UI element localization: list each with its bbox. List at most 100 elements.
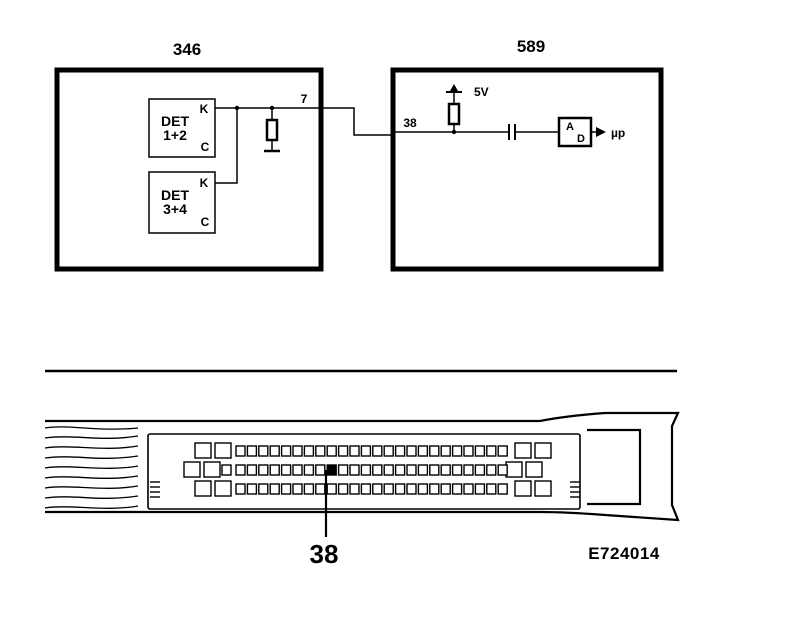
connector-pin — [486, 483, 497, 495]
connector-housing — [45, 411, 680, 522]
connector-pin — [394, 445, 406, 457]
connector-pin — [440, 464, 451, 476]
module-346-frame — [54, 67, 324, 272]
pin-7-label: 7 — [301, 92, 308, 106]
connector-pin — [246, 483, 258, 495]
connector-pin — [486, 445, 497, 457]
module-346: 346 DET 1+2 K C DET 3+4 K C 7 — [54, 40, 324, 272]
connector-pin — [417, 445, 429, 457]
pin-38-label: 38 — [403, 116, 417, 130]
connector-view: 38 — [44, 411, 680, 569]
detector-3-4-box — [148, 171, 216, 234]
connector-pin — [360, 464, 372, 476]
connector-pin — [429, 464, 440, 476]
connector-pin — [440, 483, 451, 495]
connector-pin — [372, 445, 383, 457]
supply-arrow-icon — [450, 84, 458, 91]
connector-pin — [315, 483, 326, 495]
microprocessor-label: µp — [611, 126, 625, 140]
connector-pin — [372, 464, 383, 476]
connector-pin — [394, 483, 406, 495]
junction-dot — [451, 129, 457, 135]
detector-1-2-title: DET — [161, 113, 189, 129]
detector-3-4: DET 3+4 K C — [148, 171, 216, 234]
detector-3-4-channels: 3+4 — [163, 201, 187, 217]
detector-3-4-title: DET — [161, 187, 189, 203]
connector-pin — [258, 445, 269, 457]
connector-pin — [525, 461, 543, 478]
cable-bundle — [44, 426, 139, 509]
connector-pin — [451, 445, 463, 457]
connector-pin — [246, 464, 258, 476]
pin-callout-label: 38 — [310, 539, 339, 569]
connector-pin — [235, 445, 246, 457]
connector-pin — [280, 464, 292, 476]
connector-pin — [337, 445, 349, 457]
connector-pin — [417, 464, 429, 476]
connector-pin — [349, 464, 360, 476]
connector-pin — [360, 445, 372, 457]
connector-pin — [440, 445, 451, 457]
connector-pin — [326, 445, 337, 457]
connector-face — [147, 433, 581, 510]
module-589: 589 38 5V A D µp — [390, 37, 664, 272]
connector-pin — [280, 483, 292, 495]
connector-pin — [514, 480, 532, 497]
connector-pin — [360, 483, 372, 495]
connector-pin — [406, 464, 417, 476]
adc-block — [557, 116, 593, 148]
connector-vents — [150, 481, 580, 498]
connector-pin — [194, 480, 212, 497]
connector-pin — [497, 445, 508, 457]
connector-pin — [315, 464, 326, 476]
connector-pin — [194, 442, 212, 459]
connector-pin — [292, 464, 303, 476]
connector-pin — [258, 464, 269, 476]
connector-pin — [303, 464, 315, 476]
connector-pin — [534, 480, 552, 497]
junction-dot — [234, 105, 240, 111]
connector-pin — [451, 483, 463, 495]
connector-pin — [406, 445, 417, 457]
connector-pin — [214, 442, 232, 459]
connector-pin — [246, 445, 258, 457]
connector-pin — [183, 461, 201, 478]
detector-1-2-pin-c: C — [201, 140, 210, 154]
connector-pin — [235, 483, 246, 495]
connector-pin — [383, 445, 394, 457]
connector-pin — [349, 483, 360, 495]
connector-pin-highlighted — [326, 464, 337, 476]
connector-pin — [514, 442, 532, 459]
connector-pin — [372, 483, 383, 495]
connector-pin — [269, 483, 280, 495]
module-346-label: 346 — [173, 40, 201, 59]
module-589-frame — [390, 67, 664, 272]
connector-pin — [429, 445, 440, 457]
figure-code: E724014 — [588, 544, 660, 563]
connector-pin — [394, 464, 406, 476]
connector-pin — [337, 464, 349, 476]
connector-pin — [474, 483, 486, 495]
connector-pin — [303, 445, 315, 457]
connector-pin — [463, 445, 474, 457]
connector-pin — [383, 464, 394, 476]
detector-1-2-pin-k: K — [200, 102, 209, 116]
output-arrow-icon — [596, 127, 606, 137]
detector-3-4-pin-c: C — [201, 215, 210, 229]
connector-pin-grid — [183, 442, 552, 497]
junction-dot — [269, 105, 275, 111]
connector-pin — [214, 480, 232, 497]
connector-pin — [534, 442, 552, 459]
module-589-wiring — [393, 90, 603, 148]
detector-1-2-box — [148, 98, 216, 158]
connector-pin — [417, 483, 429, 495]
supply-voltage-label: 5V — [474, 85, 489, 99]
connector-pin — [303, 483, 315, 495]
connector-pin — [326, 483, 337, 495]
connector-pin — [505, 461, 523, 478]
connector-pin — [337, 483, 349, 495]
link-wire — [321, 107, 393, 136]
adc-label-d: D — [577, 133, 585, 145]
connector-pin — [280, 445, 292, 457]
